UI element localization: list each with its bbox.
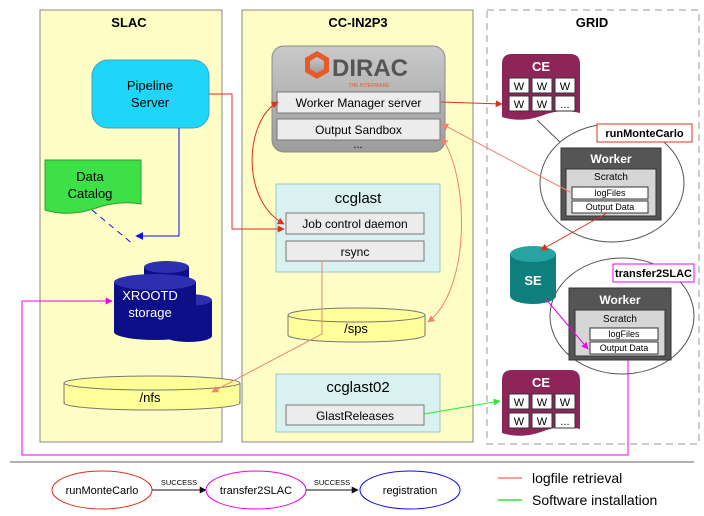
se-label: SE (524, 273, 542, 288)
scratch-label-1: Scratch (594, 172, 628, 183)
pipeline-server[interactable]: Pipeline Server (91, 59, 210, 129)
slac-title: SLAC (111, 15, 147, 30)
nfs-label: /nfs (140, 390, 161, 405)
ccglast-box[interactable]: ccglast Job control daemon rsync (275, 183, 441, 273)
worker-manager-label: Worker Manager server (296, 96, 422, 110)
w-slot: W (537, 81, 548, 93)
logfiles-label-2: logFiles (608, 329, 640, 339)
ce-top[interactable]: CE W W W W W ... (502, 54, 580, 120)
ccglast-title: ccglast (335, 190, 383, 207)
w-slot: W (514, 397, 525, 409)
rsync-box[interactable]: rsync (285, 240, 425, 262)
dirac-tagline: THE INTERWARE (348, 83, 390, 89)
w-slot: W (514, 99, 525, 111)
worker-group-run: runMonteCarlo Worker Scratch logFiles Ou… (536, 119, 693, 243)
xrootd-storage[interactable]: XROOTD storage (114, 261, 212, 342)
output-data-label-1: Output Data (586, 202, 635, 212)
job-control-label: Job control daemon (302, 217, 407, 231)
ccglast02-box[interactable]: ccglast02 GlastReleases (275, 373, 441, 433)
w-slot: W (560, 81, 571, 93)
w-slot: W (537, 397, 548, 409)
software-install-arrow (423, 398, 501, 415)
dirac-box[interactable]: DIRAC THE INTERWARE Worker Manager serve… (271, 45, 446, 153)
ce-top-slots: W W W W W ... (508, 77, 576, 112)
data-catalog[interactable]: Data Catalog (44, 159, 142, 214)
ce-bottom-slots: W W W W W ... (508, 393, 576, 429)
worker-node-1[interactable]: Worker Scratch logFiles Output Data (560, 147, 662, 221)
jobcontrol-workermanager-arrow (251, 101, 285, 225)
transfer2slac-label: transfer2SLAC (615, 268, 692, 280)
rsync-label: rsync (341, 245, 370, 259)
workflow-step2-label: transfer2SLAC (220, 485, 292, 497)
ce-bottom[interactable]: CE W W W W W ... (502, 370, 580, 436)
ce-top-label: CE (532, 59, 550, 74)
more-slot: ... (560, 99, 569, 111)
worker-group-transfer: transfer2SLAC Worker Scratch logFiles Ou… (549, 257, 695, 375)
w-slot: W (537, 416, 548, 428)
ccin2p3-title: CC-IN2P3 (328, 15, 387, 30)
workflow-registration[interactable]: registration (359, 470, 461, 510)
sps-label: /sps (344, 321, 368, 336)
ce-bottom-label: CE (532, 375, 550, 390)
dirac-sps-arrow (427, 137, 462, 323)
glast-releases[interactable]: GlastReleases (285, 404, 425, 426)
worker-label-1: Worker (590, 152, 631, 166)
outputdata-to-se-arrow (540, 212, 608, 251)
dirac-ellipsis: ... (353, 139, 362, 151)
dirac-logo-text: DIRAC (332, 55, 408, 82)
job-control-daemon[interactable]: Job control daemon (285, 212, 425, 235)
w-slot: W (514, 416, 525, 428)
workflow-step3-label: registration (383, 485, 437, 497)
xrootd-catalog-link (91, 209, 135, 246)
logfile-retrieval-arrow (441, 123, 573, 194)
worker-manager-server[interactable]: Worker Manager server (276, 91, 441, 114)
w-slot: W (537, 99, 548, 111)
legend-logfile-label: logfile retrieval (532, 470, 622, 486)
output-sandbox[interactable]: Output Sandbox (276, 118, 441, 141)
se-storage[interactable]: SE (510, 246, 556, 304)
w-slot: W (514, 81, 525, 93)
pipeline-label-2: Server (131, 95, 170, 110)
catalog-label-2: Catalog (68, 186, 113, 201)
xrootd-label-2: storage (128, 305, 171, 320)
more-slot: ... (560, 416, 569, 428)
workflow-transfer2slac[interactable]: transfer2SLAC (205, 470, 307, 510)
worker2-to-xrootd-arrow (21, 297, 629, 456)
w-slot: W (560, 397, 571, 409)
run-montecarlo-tag: runMonteCarlo (596, 123, 693, 143)
nfs-disk[interactable]: /nfs (63, 375, 241, 411)
workermanager-to-ce-arrow (440, 100, 503, 108)
pipeline-label-1: Pipeline (127, 78, 173, 93)
grid-panel: GRID (486, 9, 700, 445)
output-data-label-2: Output Data (600, 343, 649, 353)
ccglast02-title: ccglast02 (326, 379, 389, 396)
pipeline-to-catalog-arrow (135, 128, 180, 240)
rsync-to-nfs-arrow (211, 261, 323, 393)
dirac-logo: DIRAC THE INTERWARE (305, 51, 408, 89)
pipeline-to-jobcontrol-arrow (209, 93, 285, 233)
run-montecarlo-label: runMonteCarlo (605, 128, 684, 140)
success-label-1: SUCCESS (161, 478, 197, 487)
worker-label-2: Worker (599, 293, 640, 307)
success-label-2: SUCCESS (314, 478, 350, 487)
workflow-sequence: runMonteCarlo SUCCESS transfer2SLAC SUCC… (51, 470, 461, 510)
se-to-worker2-arrow (544, 297, 589, 350)
transfer2slac-tag: transfer2SLAC (612, 263, 695, 283)
workflow-runmontecarlo[interactable]: runMonteCarlo (51, 470, 153, 510)
xrootd-label-1: XROOTD (122, 288, 178, 303)
workflow-step1-label: runMonteCarlo (66, 485, 139, 497)
output-sandbox-label: Output Sandbox (315, 123, 402, 137)
worker-node-2[interactable]: Worker Scratch logFiles Output Data (568, 287, 672, 361)
legend-software-label: Software installation (532, 492, 657, 508)
glast-releases-label: GlastReleases (316, 409, 394, 423)
catalog-label-1: Data (76, 169, 104, 184)
legend: logfile retrieval Software installation (498, 470, 657, 508)
xrootd-cylinder-front (114, 274, 196, 340)
logfiles-label-1: logFiles (594, 188, 626, 198)
grid-title: GRID (576, 15, 609, 30)
scratch-label-2: Scratch (603, 314, 637, 325)
sps-disk[interactable]: /sps (287, 307, 426, 343)
